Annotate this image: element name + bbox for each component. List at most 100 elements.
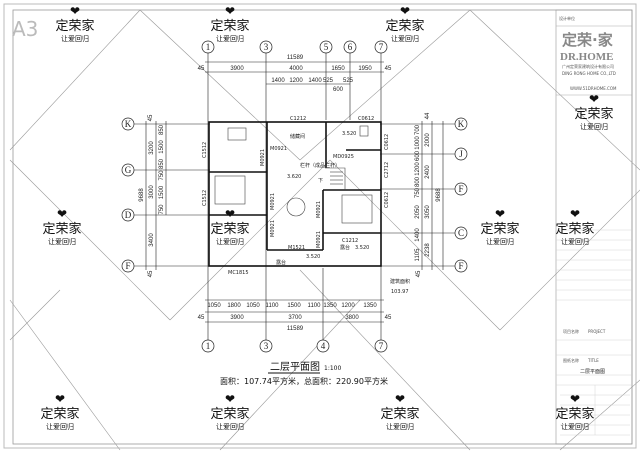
- axis-label: J: [459, 149, 463, 159]
- watermark-slogan: 让爱回归: [391, 34, 419, 43]
- company-logo-en: DR.HOME: [560, 51, 613, 63]
- axis-label: 4: [321, 341, 326, 351]
- heart-icon: ❤: [589, 92, 599, 106]
- dimension-text: 4000: [289, 66, 303, 72]
- dimension-text: 2050: [415, 205, 421, 219]
- dimension-text: 525: [343, 78, 354, 84]
- room-label: 露台: [276, 259, 286, 266]
- watermark-brand: 定荣家: [210, 406, 249, 422]
- heart-icon: ❤: [55, 392, 65, 406]
- window-label: C1512: [202, 142, 208, 158]
- heart-icon: ❤: [395, 392, 405, 406]
- axis-label: 7: [379, 341, 384, 351]
- axis-bubble: D: [121, 208, 135, 222]
- watermark-slogan: 让爱回归: [486, 237, 514, 246]
- axis-bubble: 5: [319, 40, 333, 54]
- bed: [341, 194, 373, 224]
- dimension-text: 2000: [425, 133, 431, 147]
- dimension-text: 1650: [331, 66, 345, 72]
- window-label: C2712: [384, 162, 390, 178]
- watermark-brand: 定荣家: [555, 406, 594, 422]
- watermark-brand: 定荣家: [480, 221, 519, 237]
- dimension-text: 1105: [415, 248, 421, 262]
- watermark-brand: 定荣家: [555, 221, 594, 237]
- axis-bubble: 4: [316, 339, 330, 353]
- watermark-brand: 定荣家: [210, 221, 249, 237]
- dimension-text: 600: [333, 87, 344, 93]
- watermark-slogan: 让爱回归: [561, 237, 589, 246]
- dimension-text: 11589: [287, 55, 304, 61]
- door-label: M0921: [260, 149, 266, 166]
- axis-bubble: K: [121, 117, 135, 131]
- watermarks: ❤定荣家让爱回归❤定荣家让爱回归❤定荣家让爱回归❤定荣家让爱回归❤定荣家让爱回归…: [40, 4, 613, 431]
- axis-bubble: 7: [374, 339, 388, 353]
- project-label: 项目名称: [563, 328, 579, 334]
- window-label: C1512: [202, 190, 208, 206]
- axis-label: C: [458, 228, 464, 238]
- dimension-text: 800: [415, 176, 421, 187]
- stairs: [325, 167, 346, 190]
- dimension-text: 1500: [287, 303, 301, 309]
- heart-icon: ❤: [225, 4, 235, 18]
- title-block: 设计单位 定荣·家 DR.HOME 广州定荣家建筑设计有限公司 DING RON…: [555, 9, 633, 445]
- dimension-text: 1000: [415, 136, 421, 150]
- axis-label: 7: [379, 42, 384, 52]
- room-label: 下: [318, 178, 323, 184]
- heart-icon: ❤: [57, 207, 67, 221]
- door-label: M0921: [270, 220, 276, 237]
- desk: [227, 127, 247, 141]
- dimension-text: 700: [415, 124, 421, 135]
- watermark-slogan: 让爱回归: [46, 422, 74, 431]
- axis-label: 6: [348, 42, 353, 52]
- dimension-text: 750: [159, 170, 165, 181]
- dimension-text: 3400: [149, 233, 155, 247]
- axis-label: F: [125, 261, 130, 271]
- company-website: WWW.51DRHOME.COM: [570, 86, 617, 91]
- axis-bubble: K: [454, 117, 468, 131]
- company-name-cn: 广州定荣家建筑设计有限公司: [562, 63, 614, 69]
- dimension-text: 1200: [289, 78, 303, 84]
- level-mark: 3.620: [287, 174, 301, 180]
- area-label: 建筑面积: [390, 278, 410, 285]
- dimension-text: 1500: [159, 185, 165, 199]
- dimension-text: 1400: [415, 228, 421, 242]
- door-label: M1521: [288, 245, 305, 251]
- heart-icon: ❤: [570, 207, 580, 221]
- level-mark: 3.520: [342, 131, 356, 137]
- axis-label: F: [458, 261, 463, 271]
- door-label: M0921: [270, 193, 276, 210]
- axis-label: 3: [264, 42, 269, 52]
- heart-icon: ❤: [570, 392, 580, 406]
- dimension-text: 45: [385, 315, 392, 321]
- axis-label: K: [125, 119, 132, 129]
- dimension-text: 9688: [436, 188, 442, 202]
- dimension-text: 11589: [287, 326, 304, 332]
- watermark-brand: 定荣家: [574, 106, 613, 122]
- company-logo-cn: 定荣·家: [562, 31, 613, 49]
- walls: [208, 121, 382, 267]
- axis-bubble: F: [454, 182, 468, 196]
- sofa-table: [286, 197, 306, 217]
- dimension-text: 1500: [159, 140, 165, 154]
- dimension-text: 45: [148, 270, 154, 277]
- dimension-text: 3050: [425, 205, 431, 219]
- fixtures: [214, 125, 373, 224]
- dimension-text: 1350: [323, 303, 337, 309]
- door-label: M0921: [270, 146, 287, 152]
- heart-icon: ❤: [225, 392, 235, 406]
- axis-label: 1: [206, 341, 211, 351]
- axis-label: F: [458, 184, 463, 194]
- area-value: 103.97: [391, 289, 409, 295]
